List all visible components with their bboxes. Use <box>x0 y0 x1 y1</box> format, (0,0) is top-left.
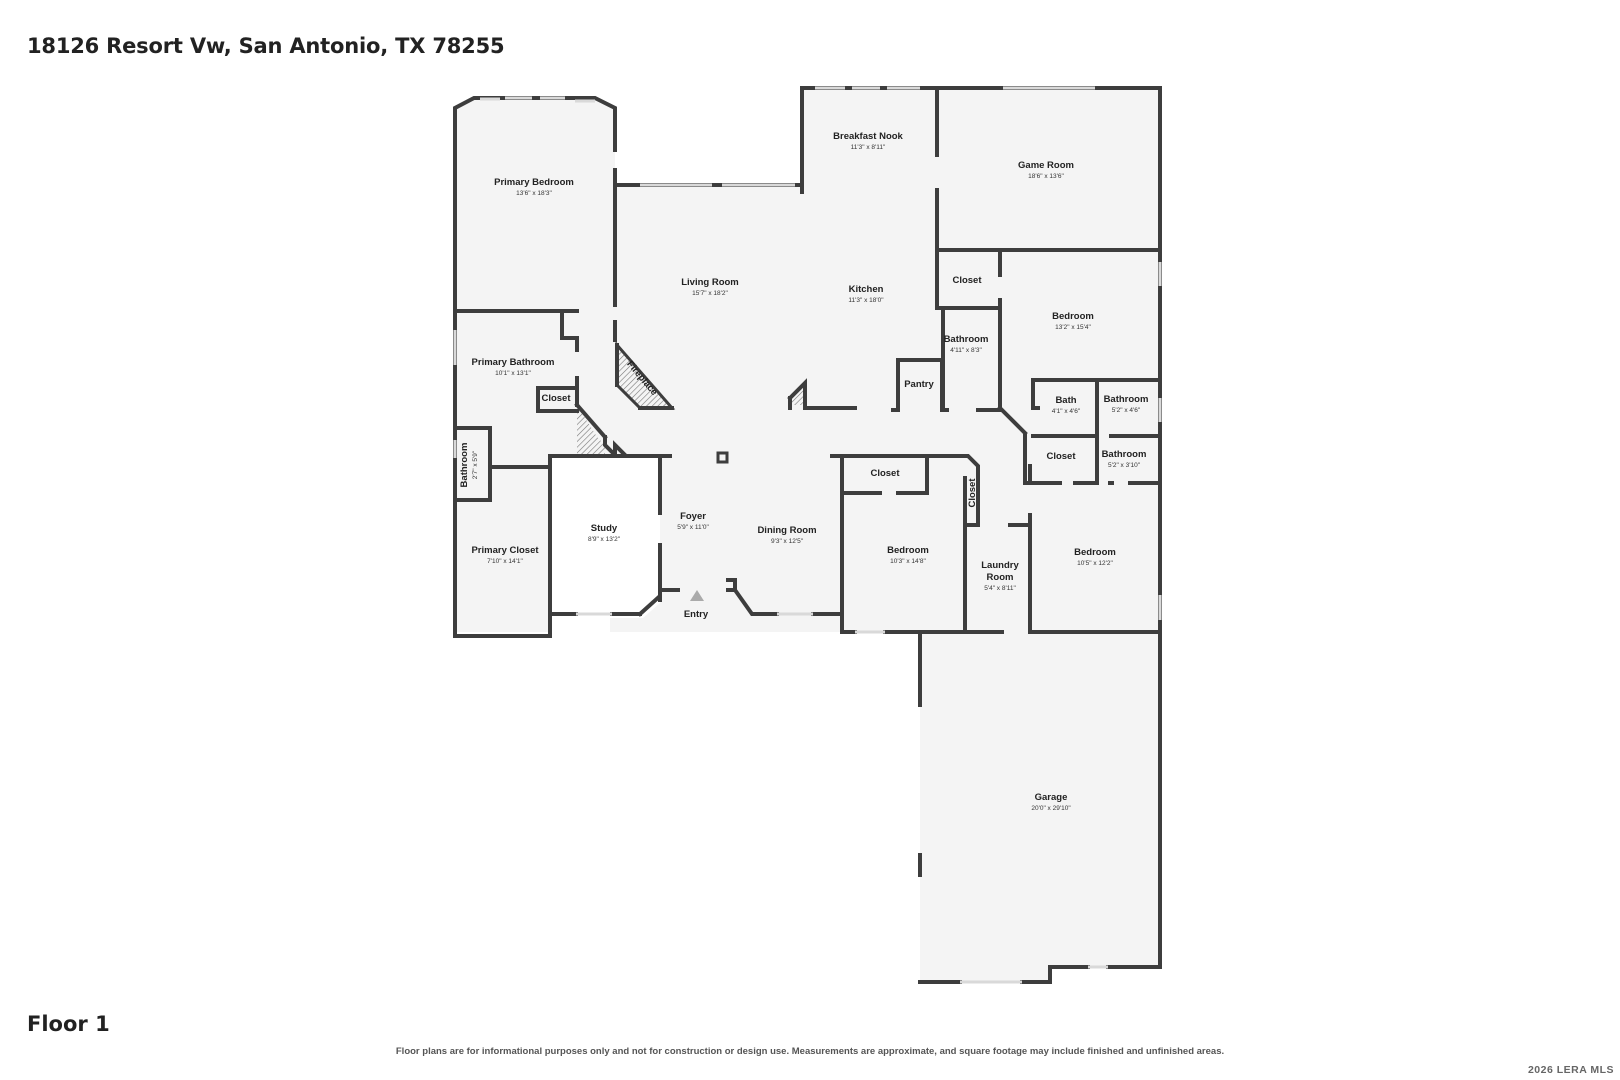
room-name-bedroom-mid: Bedroom <box>887 545 929 556</box>
room-dims-garage: 20'0" x 29'10" <box>1031 805 1071 812</box>
room-name-pantry: Pantry <box>904 379 934 390</box>
room-name-closet-ne: Closet <box>1046 451 1076 462</box>
entry-arrow-icon <box>690 590 704 601</box>
floor-fill <box>455 88 1160 982</box>
room-dims-study: 8'9" x 13'2" <box>588 536 621 543</box>
room-name-study: Study <box>591 523 618 534</box>
property-address: 18126 Resort Vw, San Antonio, TX 78255 <box>27 34 505 58</box>
room-dims-bathroom-ne1: 5'2" x 4'6" <box>1112 407 1141 414</box>
room-dims-bedroom-ne: 13'2" x 15'4" <box>1055 324 1091 331</box>
room-dims-primary-bathroom: 10'1" x 13'1" <box>495 370 531 377</box>
copyright-text: 2026 LERA MLS <box>1527 1064 1614 1076</box>
room-name-laundry-line2: Room <box>987 572 1014 583</box>
room-dims-primary-closet: 7'10" x 14'1" <box>487 558 523 565</box>
room-name-bathroom-west: Bathroom <box>459 443 470 488</box>
room-dims-foyer: 5'9" x 11'0" <box>677 524 709 531</box>
room-name-closet-bed-mid: Closet <box>870 468 900 479</box>
room-dims-living-room: 15'7" x 18'2" <box>692 290 728 297</box>
windows <box>453 86 1162 984</box>
entry-label: Entry <box>684 609 709 620</box>
room-name-closet-game: Closet <box>952 275 982 286</box>
room-name-bedroom-ne: Bedroom <box>1052 311 1094 322</box>
room-name-bathroom-ne2: Bathroom <box>1102 449 1147 460</box>
room-name-bath-small: Bath <box>1055 395 1076 406</box>
room-dims-breakfast-nook: 11'3" x 8'11" <box>851 144 886 151</box>
room-dims-bathroom-west: 2'7" x 5'9" <box>472 450 479 479</box>
room-name-primary-closet: Primary Closet <box>471 545 539 556</box>
room-name-kitchen: Kitchen <box>849 284 884 295</box>
room-name-closet-vertical: Closet <box>967 478 978 508</box>
room-dims-bedroom-se: 10'5" x 12'2" <box>1077 560 1113 567</box>
room-name-primary-bathroom: Primary Bathroom <box>472 357 555 368</box>
room-dims-kitchen: 11'3" x 18'0" <box>848 297 884 304</box>
room-name-living-room: Living Room <box>681 277 739 288</box>
room-name-garage: Garage <box>1035 792 1068 803</box>
room-name-closet-primary-bath: Closet <box>541 393 571 404</box>
room-dims-bathroom-mid: 4'11" x 8'3" <box>950 347 982 354</box>
room-dims-bedroom-mid: 10'3" x 14'8" <box>890 558 926 565</box>
room-dims-game-room: 18'6" x 13'6" <box>1028 173 1064 180</box>
floor-label: Floor 1 <box>27 1012 110 1036</box>
room-dims-bath-small: 4'1" x 4'6" <box>1052 408 1081 415</box>
room-name-dining-room: Dining Room <box>757 525 816 536</box>
room-name-foyer: Foyer <box>680 511 706 522</box>
room-dims-laundry-room: 5'4" x 8'11" <box>984 585 1016 592</box>
chimney-hatch <box>577 405 605 454</box>
room-dims-bathroom-ne2: 5'2" x 3'10" <box>1108 462 1141 469</box>
room-name-bedroom-se: Bedroom <box>1074 547 1116 558</box>
room-name-game-room: Game Room <box>1018 160 1074 171</box>
room-name-breakfast-nook: Breakfast Nook <box>833 131 903 142</box>
room-name-laundry-line1: Laundry <box>981 560 1019 571</box>
room-name-bathroom-ne1: Bathroom <box>1104 394 1149 405</box>
room-dims-dining-room: 9'3" x 12'5" <box>771 538 804 545</box>
disclaimer-text: Floor plans are for informational purpos… <box>395 1046 1225 1057</box>
room-dims-primary-bedroom: 13'6" x 18'3" <box>516 190 552 197</box>
room-name-bathroom-mid: Bathroom <box>944 334 989 345</box>
room-labels: Primary Bedroom 13'6" x 18'3" Breakfast … <box>459 131 1148 812</box>
room-name-primary-bedroom: Primary Bedroom <box>494 177 574 188</box>
